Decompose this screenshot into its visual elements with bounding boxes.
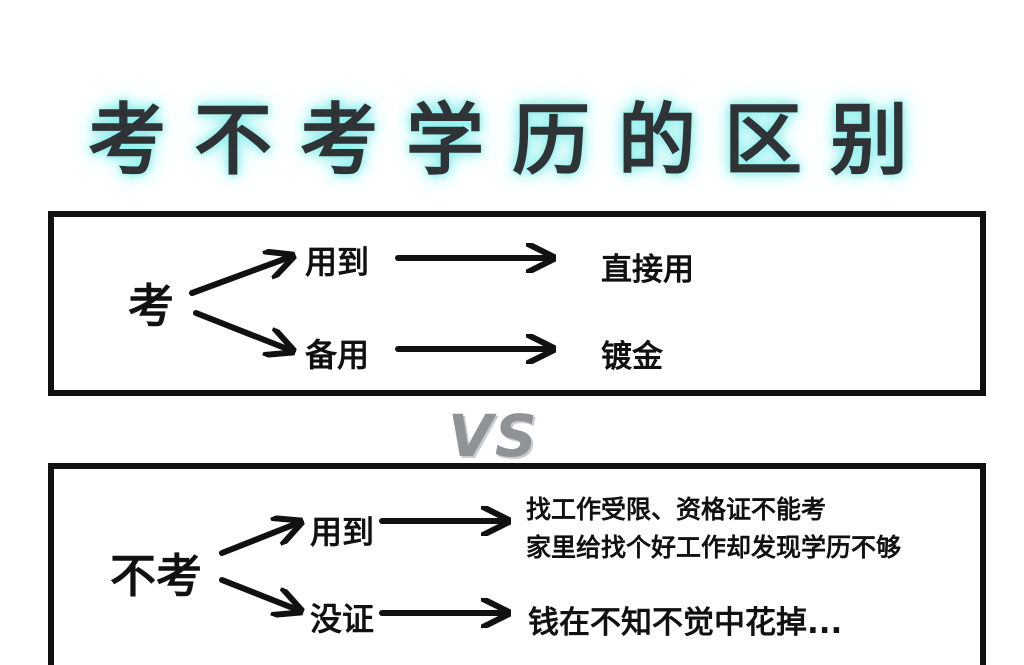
- panel-no-exam-branch1-result-line2: 家里给找个好工作却发现学历不够: [526, 533, 902, 562]
- panel-no-exam-branch1-result-line1: 找工作受限、资格证不能考: [526, 495, 827, 524]
- panel-no-exam-branch1-label: 用到: [310, 513, 375, 551]
- panel-take-branch2-label: 备用: [305, 336, 370, 374]
- panel-take-exam: [48, 211, 986, 396]
- page-title: 考不考学历的区别: [87, 96, 936, 186]
- panel-take-branch1-result: 直接用: [601, 252, 694, 288]
- panel-take-branch1-label: 用到: [305, 243, 370, 281]
- panel-take-branch2-result: 镀金: [601, 339, 663, 375]
- vs-label: VS: [448, 402, 539, 470]
- panel-no-exam-branch2-label: 没证: [310, 600, 375, 638]
- panel-take-root: 考: [128, 279, 174, 333]
- panel-no-exam-branch2-result: 钱在不知不觉中花掉...: [528, 605, 843, 641]
- panel-no-exam-root: 不考: [110, 549, 202, 603]
- panel-no-exam: [48, 463, 986, 665]
